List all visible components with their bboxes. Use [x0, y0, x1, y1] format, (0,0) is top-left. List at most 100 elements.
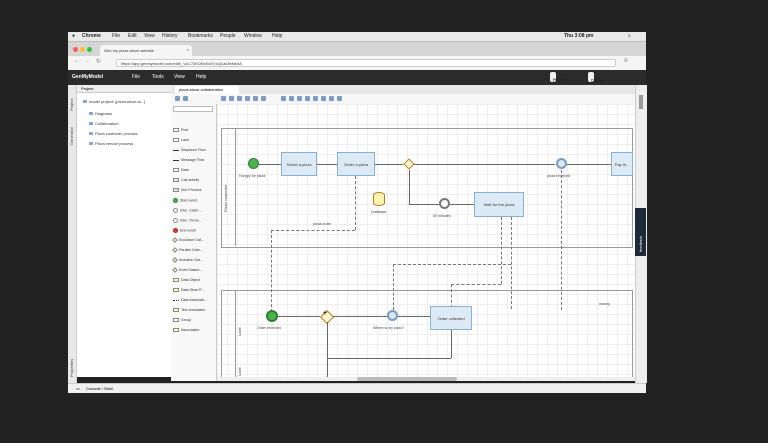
zoom-icon[interactable]: [175, 96, 180, 101]
forward-icon[interactable]: →: [84, 58, 90, 64]
align-left-icon[interactable]: [221, 96, 226, 101]
task-order-pizza[interactable]: Order a pizza: [337, 152, 375, 176]
sequence-flow[interactable]: [327, 322, 328, 381]
pool-vendor[interactable]: [221, 290, 633, 381]
tree-root[interactable]: model project: [pizza-stove-w...]: [83, 99, 145, 104]
maximize-window-icon[interactable]: [87, 47, 92, 52]
message-flow[interactable]: [561, 170, 562, 310]
tree-collaboration[interactable]: Collaboration: [89, 121, 119, 126]
feedback-tab[interactable]: feedback: [635, 208, 646, 256]
message-start-event[interactable]: [266, 310, 278, 322]
app-menu-file[interactable]: File: [132, 74, 141, 80]
message-flow[interactable]: [501, 217, 502, 284]
back-icon[interactable]: ←: [74, 58, 80, 64]
timer-event[interactable]: [439, 198, 450, 209]
task-select-pizza[interactable]: Select a pizza: [281, 152, 317, 176]
menu-file[interactable]: File: [112, 33, 121, 39]
menu-window[interactable]: Window: [244, 33, 262, 39]
message-flow[interactable]: [271, 230, 272, 312]
sequence-flow[interactable]: [333, 316, 387, 317]
palette-item[interactable]: Message Flow: [173, 158, 204, 162]
reload-icon[interactable]: ↻: [96, 59, 102, 65]
align-center-icon[interactable]: [229, 96, 234, 101]
history-button[interactable]: History: [550, 72, 569, 84]
palette-item[interactable]: Inter. Throw...: [173, 218, 202, 223]
app-logo[interactable]: GenMyModel: [72, 74, 104, 80]
message-catch-event[interactable]: [556, 158, 567, 169]
strip-generator[interactable]: Generator: [69, 126, 74, 145]
close-window-icon[interactable]: [73, 47, 78, 52]
palette-item[interactable]: Event Based ...: [172, 267, 203, 273]
sequence-flow[interactable]: [567, 164, 611, 165]
palette-item[interactable]: Lane: [173, 138, 189, 143]
redo-icon[interactable]: [297, 96, 302, 101]
distribute-icon[interactable]: [281, 96, 286, 101]
palette-item[interactable]: Exclusive Gat...: [172, 237, 204, 243]
palette-item[interactable]: Sub Process: [173, 188, 201, 193]
pool-customer[interactable]: [221, 128, 633, 248]
pen-icon[interactable]: [337, 96, 342, 101]
palette-item[interactable]: Start event: [173, 198, 197, 203]
task-order-collected[interactable]: Order collected: [430, 306, 472, 330]
align-middle-icon[interactable]: [253, 96, 258, 101]
apple-icon[interactable]: ●: [72, 33, 76, 39]
menu-people[interactable]: People: [220, 33, 236, 39]
palette-item[interactable]: Group: [173, 318, 191, 323]
task-pay[interactable]: Pay th...: [611, 152, 633, 176]
horizontal-scroll-thumb[interactable]: [357, 377, 457, 381]
menu-help[interactable]: Help: [272, 33, 283, 39]
tree-diagrams[interactable]: Diagrams: [89, 111, 112, 116]
sequence-flow[interactable]: [327, 358, 451, 359]
align-top-icon[interactable]: [245, 96, 250, 101]
connector-icon[interactable]: [305, 96, 310, 101]
line-icon[interactable]: [329, 96, 334, 101]
search-icon[interactable]: ⌕: [628, 33, 631, 39]
menu-dots-icon[interactable]: ≡: [624, 58, 628, 64]
sequence-flow[interactable]: [451, 330, 452, 358]
sequence-flow[interactable]: [375, 164, 403, 165]
palette-item[interactable]: Call activity: [173, 178, 199, 183]
route-icon[interactable]: [313, 96, 318, 101]
palette-item[interactable]: Data Associati...: [173, 298, 207, 302]
start-event[interactable]: [248, 158, 259, 169]
sequence-flow[interactable]: [409, 170, 410, 204]
palette-item[interactable]: Sequence Flow: [173, 148, 206, 152]
palette-item[interactable]: Inter. Catch ...: [173, 208, 202, 213]
task-wait-pizza[interactable]: Wait for the pizza: [474, 192, 524, 217]
sequence-flow[interactable]: [259, 164, 281, 165]
sequence-flow[interactable]: [409, 204, 439, 205]
app-menu-view[interactable]: View: [174, 74, 185, 80]
tree-vendor-process[interactable]: Pizza vendor process: [89, 141, 133, 146]
sequence-flow[interactable]: [414, 164, 555, 165]
message-flow[interactable]: [511, 217, 512, 309]
align-right-icon[interactable]: [237, 96, 242, 101]
data-store-icon[interactable]: [373, 192, 385, 206]
select-icon[interactable]: [183, 96, 188, 101]
sequence-flow[interactable]: [278, 316, 320, 317]
menu-edit[interactable]: Edit: [128, 33, 137, 39]
palette-item[interactable]: Data: [173, 168, 189, 173]
sequence-flow[interactable]: [317, 164, 337, 165]
menu-app-name[interactable]: Chrome: [82, 33, 101, 39]
align-bottom-icon[interactable]: [261, 96, 266, 101]
tree-customer-process[interactable]: Pizza customer process: [89, 131, 137, 136]
menu-bookmarks[interactable]: Bookmarks: [188, 33, 214, 39]
palette-search-input[interactable]: [173, 106, 213, 112]
message-flow[interactable]: [271, 230, 355, 231]
strip-project[interactable]: Project: [69, 98, 74, 111]
palette-item[interactable]: Pool: [173, 128, 188, 133]
app-menu-help[interactable]: Help: [196, 74, 207, 80]
address-bar[interactable]: https://app.genmymodel.com/edit/_VcC73hO…: [116, 59, 616, 67]
strip-properties[interactable]: Properties: [69, 358, 74, 377]
palette-item[interactable]: Inclusive Gat...: [172, 257, 203, 263]
menu-history[interactable]: History: [162, 33, 178, 39]
browser-tab[interactable]: Gen my pizza stove website ×: [100, 45, 192, 56]
palette-item[interactable]: Parallel Gate...: [172, 247, 203, 253]
sequence-flow[interactable]: [450, 204, 474, 205]
message-flow[interactable]: [355, 176, 356, 230]
palette-item[interactable]: Data Object: [173, 278, 200, 283]
diagram-canvas[interactable]: Pizza customer Lane Lane Hungry for pizz…: [217, 104, 635, 381]
minimize-window-icon[interactable]: [80, 47, 85, 52]
message-catch-event[interactable]: [387, 310, 398, 321]
close-tab-icon[interactable]: ×: [186, 47, 189, 52]
